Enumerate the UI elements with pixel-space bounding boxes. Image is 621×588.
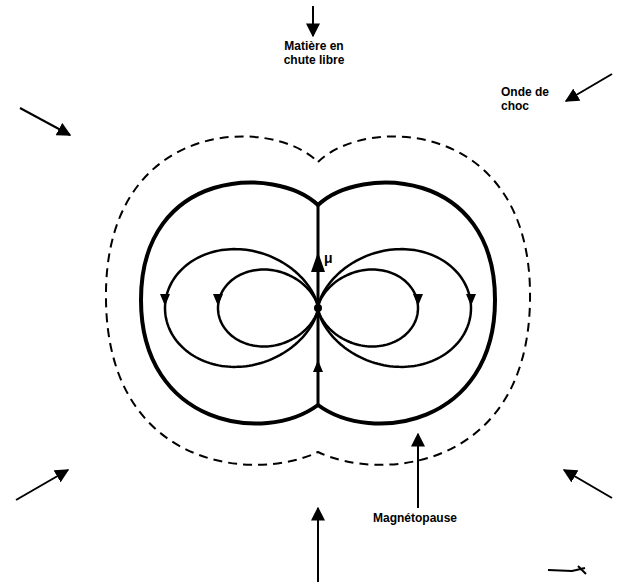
infall-arrows — [16, 6, 612, 582]
field-line — [218, 270, 418, 347]
dipole-center — [314, 304, 322, 312]
magnetopause — [141, 182, 495, 423]
field-arrows — [160, 294, 476, 372]
figure-label: Matière en chute libre — [273, 40, 355, 68]
figure-label: Onde de choc — [500, 86, 564, 114]
field-line — [165, 249, 471, 367]
vector-symbol: μ — [323, 250, 334, 266]
scribble-mark — [548, 566, 586, 574]
shock-wave — [106, 136, 530, 464]
figure-label: Magnétopause — [372, 512, 458, 526]
leader-line — [417, 434, 419, 508]
